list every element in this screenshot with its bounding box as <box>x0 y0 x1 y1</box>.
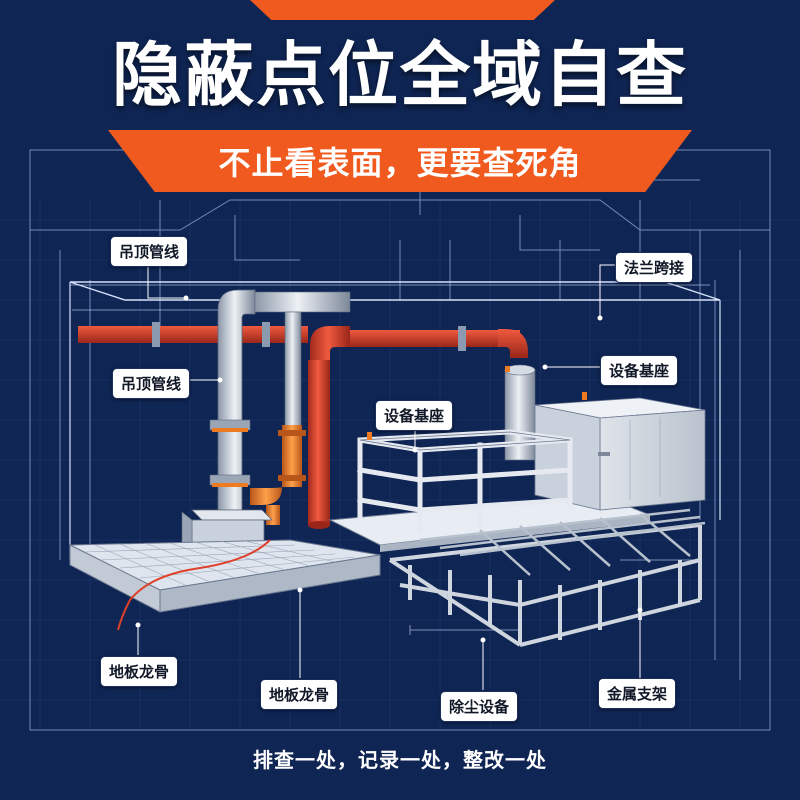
label-floor-joist-center: 地板龙骨 <box>260 679 339 710</box>
equipment-cabinet <box>534 397 706 511</box>
label-equipment-base-right: 设备基座 <box>600 355 679 386</box>
label-ceiling-pipe-mid: 吊顶管线 <box>112 368 191 399</box>
steel-vertical-pipe <box>209 289 351 511</box>
orange-pipe <box>250 425 306 525</box>
footer-slogan: 排查一处，记录一处，整改一处 <box>253 748 547 772</box>
label-metal-bracket: 金属支架 <box>598 678 677 709</box>
steel-frame-outline <box>359 431 571 451</box>
top-accent-tab <box>250 0 555 20</box>
floor-grating <box>419 508 706 576</box>
ceiling-slab <box>69 281 721 560</box>
label-leader-dots <box>135 295 643 643</box>
label-ceiling-pipe-top: 吊顶管线 <box>110 236 189 267</box>
page-title: 隐蔽点位全域自查 <box>112 34 688 116</box>
label-leader-lines <box>137 260 641 690</box>
subtitle-banner: 不止看表面，更要查死角 <box>108 130 692 192</box>
subtitle: 不止看表面，更要查死角 <box>218 144 582 182</box>
label-dust-removal: 除尘设备 <box>440 691 519 722</box>
red-vertical-pipe <box>308 360 330 529</box>
label-flange-crossing: 法兰跨接 <box>615 252 694 283</box>
floor-platform-left <box>69 539 381 613</box>
label-floor-joist-left: 地板龙骨 <box>100 656 179 687</box>
ground-cable <box>117 539 271 631</box>
warning-lights <box>367 366 587 440</box>
label-equipment-base-center: 设备基座 <box>375 400 454 431</box>
